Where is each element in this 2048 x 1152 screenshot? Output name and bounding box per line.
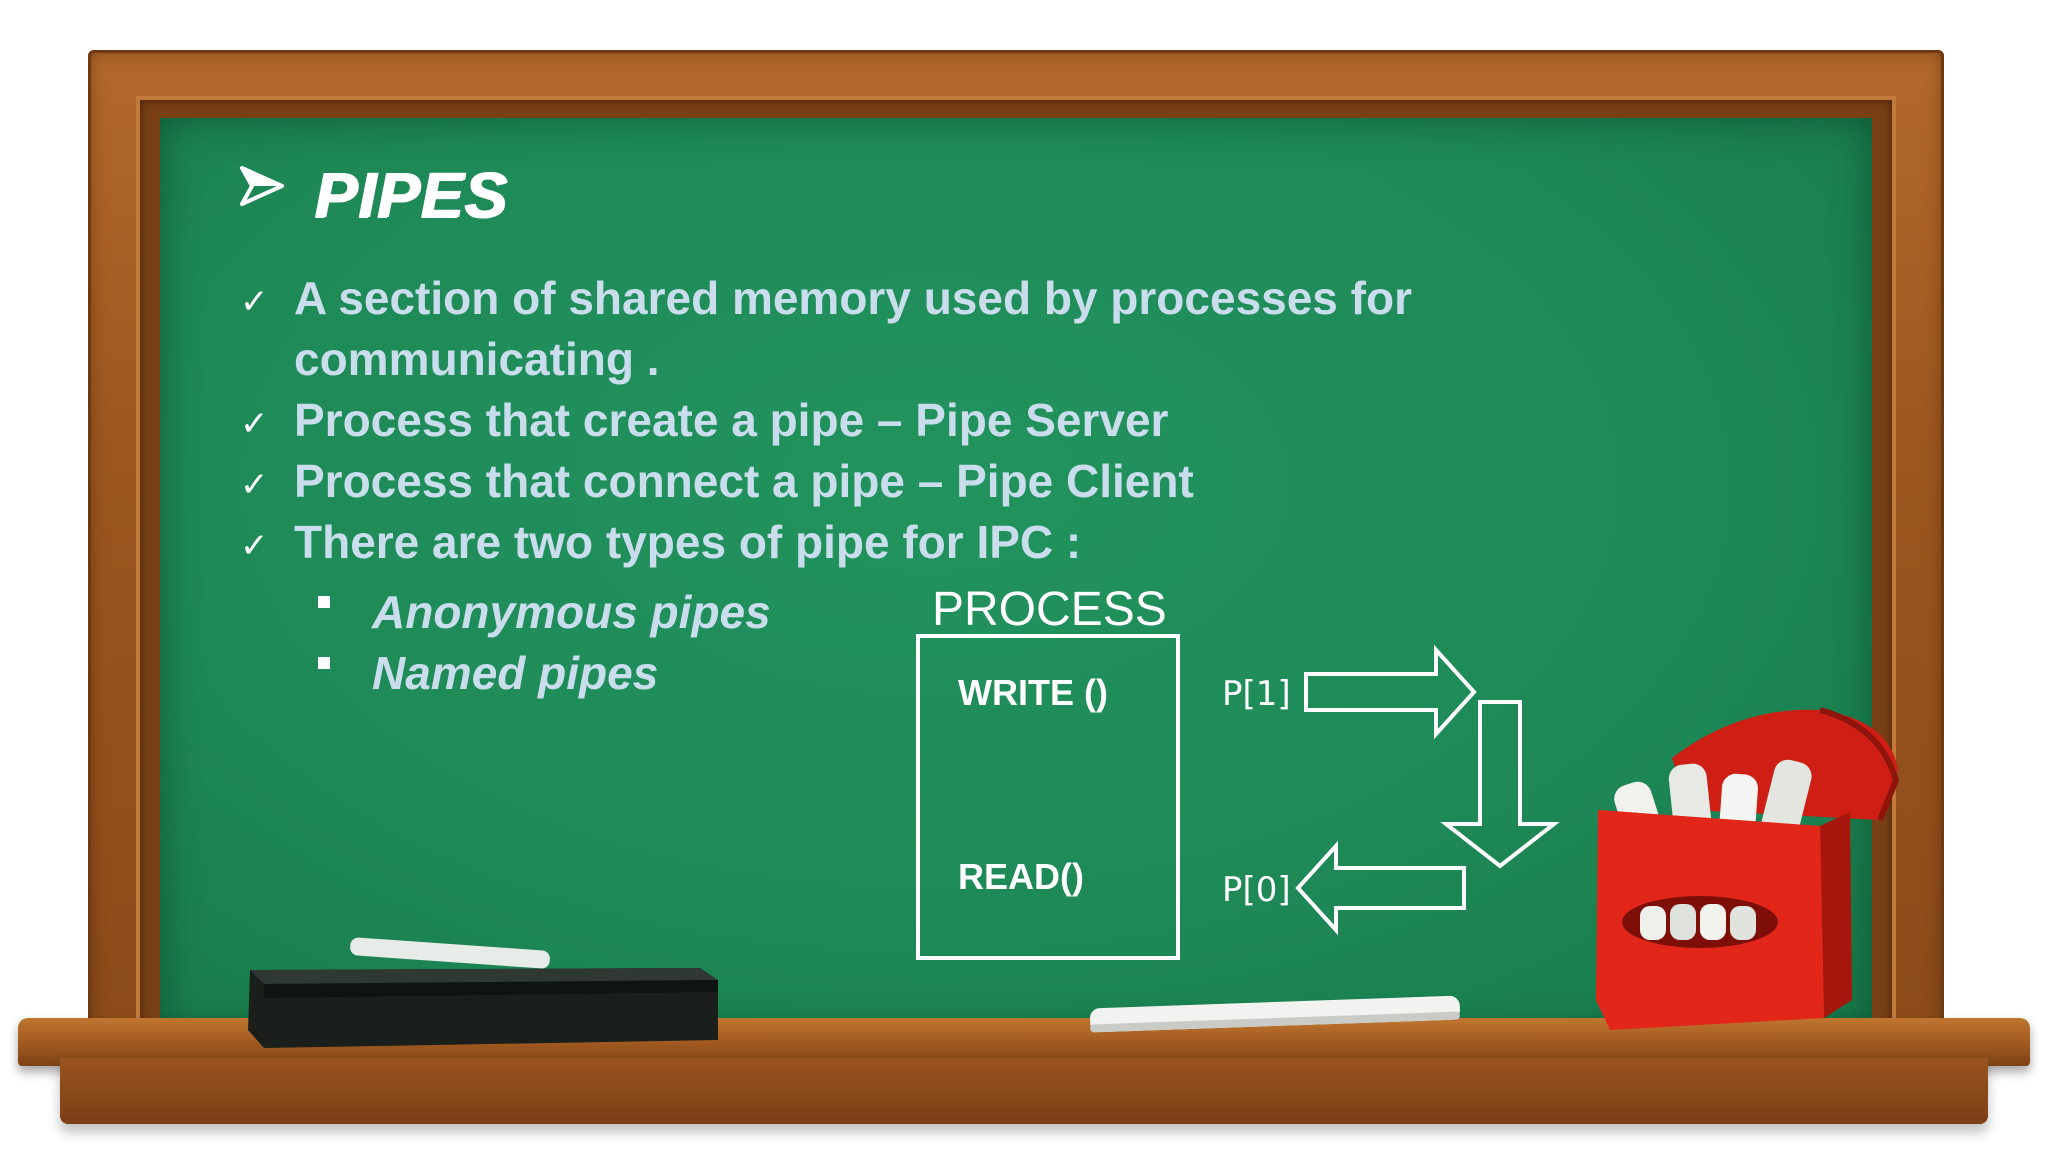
square-bullet-icon bbox=[318, 657, 330, 669]
slide-title: PIPES bbox=[314, 159, 508, 231]
left-arrow-icon bbox=[1295, 840, 1466, 936]
bullet-text: Process that create a pipe – Pipe Server bbox=[294, 394, 1169, 446]
checkmark-icon: ✓ bbox=[240, 405, 269, 443]
bullet-text: A section of shared memory used by proce… bbox=[294, 272, 1412, 385]
p0-label: P[0] bbox=[1222, 870, 1291, 910]
square-bullet-icon bbox=[318, 596, 330, 608]
sub-bullet-list: Anonymous pipes Named pipes bbox=[316, 582, 771, 704]
pipe-diagram: PROCESS WRITE () READ() P[1] P[0] bbox=[900, 570, 1600, 990]
read-label: READ() bbox=[958, 856, 1084, 897]
list-item: ✓ Process that create a pipe – Pipe Serv… bbox=[240, 390, 1580, 451]
checkmark-icon: ✓ bbox=[240, 527, 269, 565]
write-label: WRITE () bbox=[958, 672, 1108, 713]
process-label: PROCESS bbox=[932, 583, 1167, 636]
down-arrow-icon bbox=[1440, 700, 1560, 869]
arrowhead-icon bbox=[240, 166, 284, 206]
checkmark-icon: ✓ bbox=[240, 466, 269, 504]
sub-list-item: Named pipes bbox=[316, 643, 771, 704]
sub-bullet-text: Named pipes bbox=[372, 647, 659, 699]
chalkboard-surface bbox=[160, 118, 1872, 1036]
sub-bullet-text: Anonymous pipes bbox=[372, 586, 771, 638]
chalk-stick-image bbox=[1090, 995, 1460, 1033]
list-item: ✓ There are two types of pipe for IPC : bbox=[240, 512, 1580, 573]
p1-label: P[1] bbox=[1222, 674, 1291, 714]
chalk-box-image bbox=[1596, 707, 1900, 1030]
chalk-ledge-lip bbox=[60, 1058, 1988, 1124]
bullet-list: ✓ A section of shared memory used by pro… bbox=[240, 268, 1580, 573]
checkmark-icon: ✓ bbox=[240, 283, 269, 321]
sub-list-item: Anonymous pipes bbox=[316, 582, 771, 643]
right-arrow-icon bbox=[1304, 644, 1477, 740]
eraser-image bbox=[248, 937, 718, 1048]
bullet-text: There are two types of pipe for IPC : bbox=[294, 516, 1082, 568]
bullet-text: Process that connect a pipe – Pipe Clien… bbox=[294, 455, 1194, 507]
process-box bbox=[916, 634, 1180, 960]
pipe-arrows bbox=[1295, 644, 1560, 936]
list-item: ✓ Process that connect a pipe – Pipe Cli… bbox=[240, 451, 1580, 512]
list-item: ✓ A section of shared memory used by pro… bbox=[240, 268, 1580, 390]
